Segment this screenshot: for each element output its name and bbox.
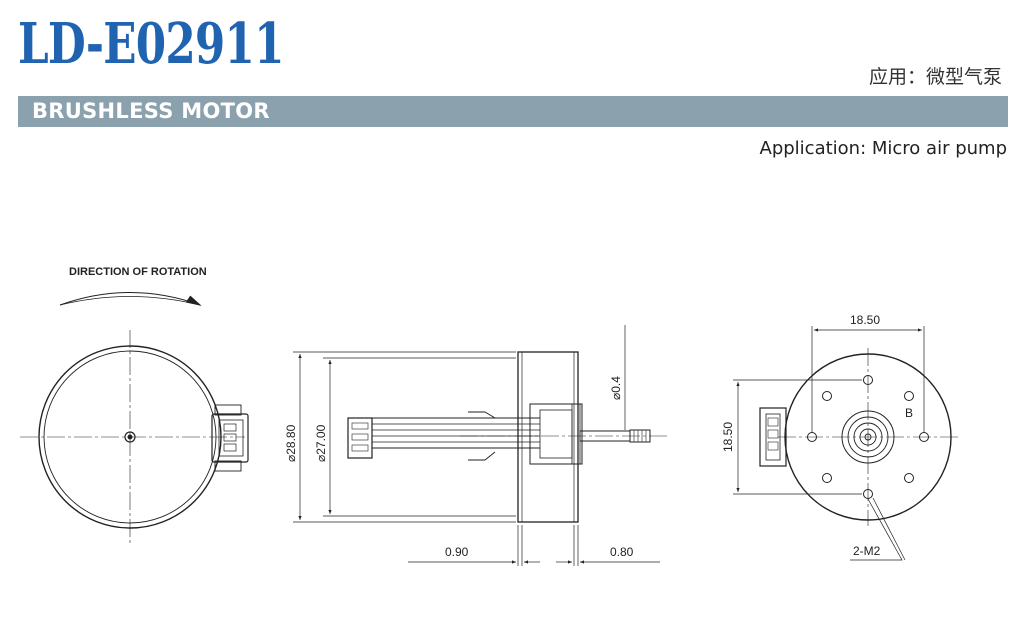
side-view-dimensions [293, 325, 660, 566]
model-title: LD-E02911 [18, 11, 285, 77]
rotation-arrow-icon [59, 292, 202, 306]
application-en: Application: Micro air pump [759, 138, 1007, 159]
category-label: BRUSHLESS MOTOR [32, 99, 270, 123]
rear-view-dimensions [733, 326, 925, 561]
dim-inner-dia: ⌀27.00 [314, 424, 328, 462]
dim-hole-spacing-v: 18.50 [721, 422, 735, 452]
rear-view [759, 348, 960, 526]
category-band: BRUSHLESS MOTOR [18, 96, 1008, 127]
dim-gap-left: 0.90 [445, 545, 469, 559]
dim-shaft-dia: ⌀0.4 [609, 376, 623, 400]
dim-outer-dia: ⌀28.80 [284, 424, 298, 462]
rotation-label: DIRECTION OF ROTATION [69, 266, 207, 278]
front-view [20, 330, 249, 545]
dim-screw-spec: 2-M2 [853, 544, 881, 558]
dim-gap-right: 0.80 [610, 545, 634, 559]
application-cn: 应用：微型气泵 [868, 66, 1002, 88]
side-view [347, 351, 668, 523]
dim-hole-spacing-h: 18.50 [850, 313, 880, 327]
marker-b: B [905, 406, 913, 420]
